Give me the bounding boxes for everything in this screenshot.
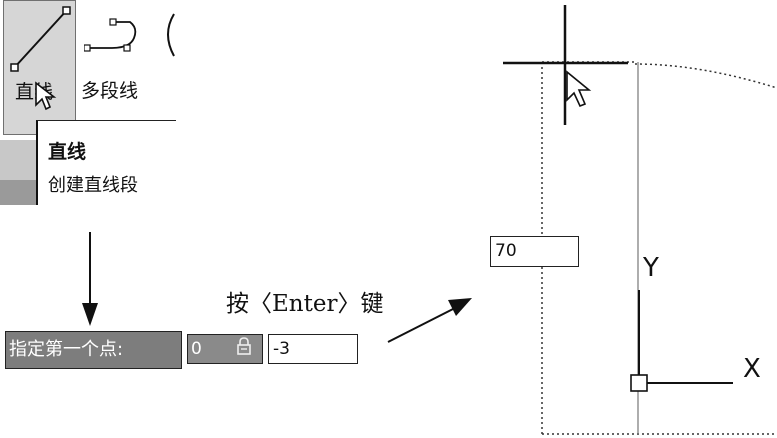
tooltip-description: 创建直线段 bbox=[48, 175, 138, 196]
ribbon-background-strip-dark bbox=[0, 180, 40, 205]
command-prompt: 指定第一个点: bbox=[5, 331, 182, 369]
arc-icon[interactable] bbox=[160, 10, 176, 60]
cursor-arrow-icon bbox=[35, 81, 57, 111]
right-arrow-head bbox=[448, 298, 472, 316]
y-axis-label: Y bbox=[642, 253, 659, 283]
dotted-arc-preview bbox=[634, 63, 777, 89]
drawing-canvas[interactable]: Y X bbox=[470, 0, 777, 438]
down-arrow-head bbox=[82, 303, 98, 326]
crosshair-cursor bbox=[503, 5, 628, 125]
lock-icon[interactable] bbox=[236, 336, 252, 356]
ucs-icon bbox=[630, 290, 733, 392]
polyline-icon[interactable] bbox=[84, 8, 148, 56]
instruction-text: 按〈Enter〉键 bbox=[226, 291, 384, 317]
ribbon-panel: 直线 多段线 直线 创建直线段 bbox=[0, 0, 176, 205]
dimension-input[interactable]: 70 bbox=[490, 236, 579, 267]
line-icon bbox=[10, 6, 71, 72]
ribbon-background-strip bbox=[0, 140, 40, 180]
x-axis-label: X bbox=[743, 354, 761, 384]
tooltip-title: 直线 bbox=[48, 141, 87, 163]
polyline-tool-label[interactable]: 多段线 bbox=[81, 80, 139, 102]
coordinate-y-input[interactable]: -3 bbox=[268, 334, 358, 364]
tooltip: 直线 创建直线段 bbox=[36, 120, 176, 205]
line-tool-button[interactable]: 直线 bbox=[3, 0, 76, 135]
